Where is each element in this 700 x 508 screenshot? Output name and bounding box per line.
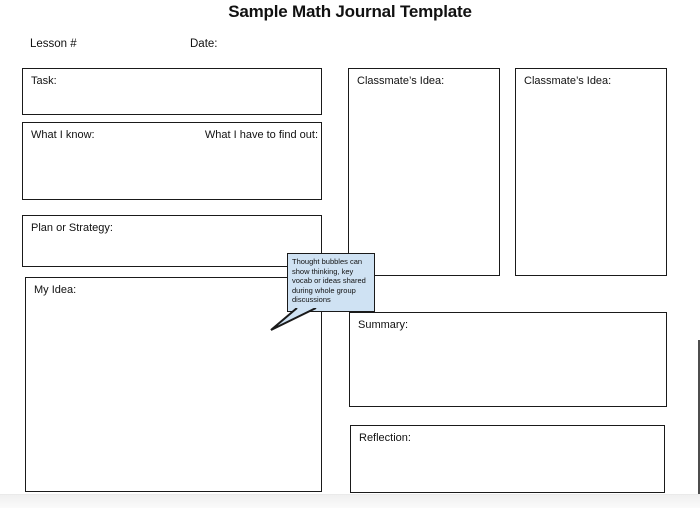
page-title: Sample Math Journal Template bbox=[228, 2, 472, 21]
my-idea-box[interactable]: My Idea: bbox=[25, 277, 322, 492]
thought-bubble-tail bbox=[270, 308, 317, 331]
thought-bubble-callout[interactable]: Thought bubbles can show thinking, key v… bbox=[287, 253, 375, 312]
reflection-label: Reflection: bbox=[359, 432, 411, 444]
thought-bubble-text: Thought bubbles can show thinking, key v… bbox=[292, 257, 366, 304]
task-box[interactable]: Task: bbox=[22, 68, 322, 115]
task-label: Task: bbox=[31, 75, 57, 87]
what-i-know-label: What I know: bbox=[31, 129, 95, 141]
classmate-idea-label-1: Classmate’s Idea: bbox=[357, 75, 445, 87]
plan-or-strategy-label: Plan or Strategy: bbox=[31, 222, 113, 234]
classmate-idea-label-2: Classmate’s Idea: bbox=[524, 75, 612, 87]
lesson-number-label: Lesson # bbox=[30, 38, 77, 50]
page-edge-artifact bbox=[698, 340, 700, 494]
what-to-find-out-label: What I have to find out: bbox=[204, 129, 318, 141]
date-label: Date: bbox=[190, 38, 218, 50]
classmate-idea-box-2[interactable]: Classmate’s Idea: bbox=[515, 68, 667, 276]
my-idea-label: My Idea: bbox=[34, 284, 77, 296]
what-i-know-box[interactable]: What I know: What I have to find out: bbox=[22, 122, 322, 200]
summary-box[interactable]: Summary: bbox=[349, 312, 667, 407]
page-bottom-margin bbox=[0, 494, 700, 508]
plan-or-strategy-box[interactable]: Plan or Strategy: bbox=[22, 215, 322, 267]
summary-label: Summary: bbox=[358, 319, 409, 331]
classmate-idea-box-1[interactable]: Classmate’s Idea: bbox=[348, 68, 500, 276]
reflection-box[interactable]: Reflection: bbox=[350, 425, 665, 493]
